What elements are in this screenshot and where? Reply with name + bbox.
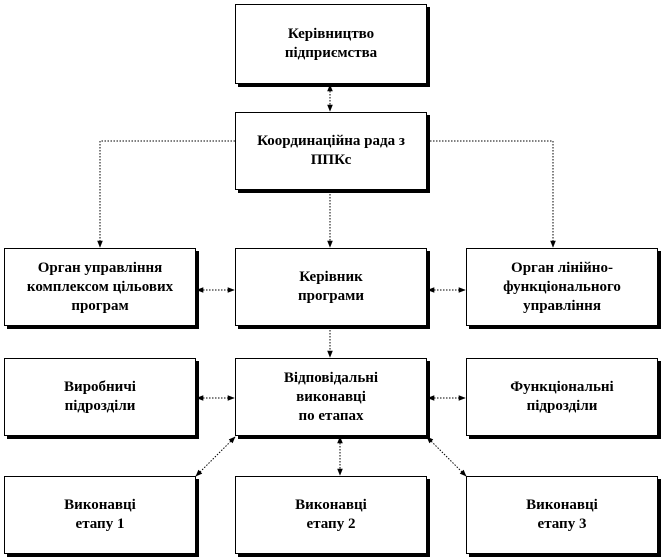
node-functional-units: Функціональні підрозділи xyxy=(466,358,658,436)
node-label-line: етапу 2 xyxy=(306,516,356,532)
node-production-units: Виробничі підрозділи xyxy=(4,358,196,436)
node-label-line: Функціональні xyxy=(510,379,614,395)
node-label-line: програм xyxy=(71,297,129,314)
node-label-line: управління xyxy=(523,297,601,314)
node-label-line: програми xyxy=(298,288,364,304)
node-label-line: Виробничі xyxy=(64,379,136,395)
node-label-line: підрозділи xyxy=(64,398,136,414)
node-label-line: комплексом цільових xyxy=(26,278,174,295)
node-label-line: підприємства xyxy=(284,45,378,61)
connector-coord-council-to-linear-functional-body xyxy=(427,140,556,248)
node-stage-executors: Відповідальні виконавці по етапах xyxy=(235,358,427,436)
node-target-programs-body: Орган управління комплексом цільових прогр… xyxy=(4,248,196,326)
node-label-line: Виконавці xyxy=(295,497,367,513)
node-label-line: Орган управління xyxy=(37,259,163,276)
node-label-line: Координаційна рада з xyxy=(257,133,405,149)
node-label-line: етапу 1 xyxy=(75,516,125,532)
connector-coord-council-to-target-programs-body xyxy=(97,140,235,248)
node-label-line: Виконавці xyxy=(526,497,598,513)
node-program-head: Керівник програми xyxy=(235,248,427,326)
node-stage-3-executors: Виконавці етапу 3 xyxy=(466,476,658,554)
node-label-line: етапу 3 xyxy=(537,516,587,532)
node-label-line: по етапах xyxy=(298,407,364,424)
node-label-line: Відповідальні xyxy=(283,369,379,386)
connector-stage-executors-to-stage-3-executors xyxy=(426,436,467,477)
node-stage-1-executors: Виконавці етапу 1 xyxy=(4,476,196,554)
node-label-line: підрозділи xyxy=(526,398,598,414)
node-linear-functional-body: Орган лінійно-функціонального управління xyxy=(466,248,658,326)
node-label-line: Виконавці xyxy=(64,497,136,513)
node-label-line: виконавці xyxy=(296,388,366,405)
node-stage-2-executors: Виконавці етапу 2 xyxy=(235,476,427,554)
node-label-line: Керівництво xyxy=(287,26,375,42)
node-label-line: Керівник xyxy=(299,269,363,285)
node-label-line: Орган лінійно- xyxy=(511,259,613,276)
connector-stage-executors-to-stage-1-executors xyxy=(195,436,236,477)
node-label-line: функціонального xyxy=(503,278,621,295)
node-coord-council: Координаційна рада з ППКс xyxy=(235,112,427,190)
node-management: Керівництво підприємства xyxy=(235,4,427,84)
node-label-line: ППКс xyxy=(310,152,352,168)
